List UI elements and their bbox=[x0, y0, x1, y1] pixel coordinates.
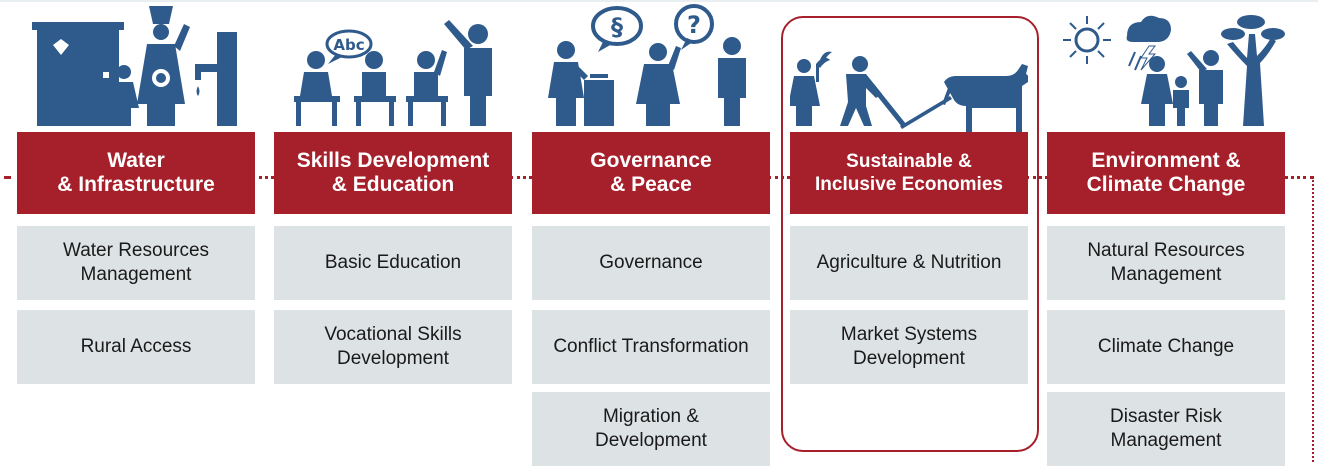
agriculture-illustration bbox=[790, 0, 1028, 132]
column-governance-peace: § ? Governance & Peace Governance Confli… bbox=[532, 0, 770, 466]
column-skills-education: Abc Skills Development & Education Basic… bbox=[274, 0, 512, 462]
column-title: Skills Development & Education bbox=[274, 132, 512, 214]
connector-dots bbox=[510, 176, 532, 179]
list-item: Conflict Transformation bbox=[532, 310, 770, 384]
column-title: Governance & Peace bbox=[532, 132, 770, 214]
list-item: Rural Access bbox=[17, 310, 255, 384]
water-infrastructure-illustration bbox=[17, 0, 255, 132]
list-item: Basic Education bbox=[274, 226, 512, 300]
connector-dots bbox=[1284, 176, 1314, 179]
list-item: Agriculture & Nutrition bbox=[790, 226, 1028, 300]
column-water-infrastructure: Water & Infrastructure Water Resources M… bbox=[17, 0, 255, 462]
column-title: Sustainable & Inclusive Economies bbox=[790, 132, 1028, 214]
top-divider bbox=[0, 0, 1318, 2]
governance-illustration: § ? bbox=[532, 0, 770, 132]
abc-bubble-text: Abc bbox=[333, 36, 364, 54]
connector-dots bbox=[768, 176, 790, 179]
list-item: Governance bbox=[532, 226, 770, 300]
list-item: Climate Change bbox=[1047, 310, 1285, 384]
paragraph-bubble-text: § bbox=[611, 13, 623, 41]
question-bubble-text: ? bbox=[687, 11, 701, 39]
environment-illustration bbox=[1047, 0, 1285, 132]
list-item: Water Resources Management bbox=[17, 226, 255, 300]
connector-dots-vertical bbox=[1312, 176, 1314, 462]
column-sustainable-economies: Sustainable & Inclusive Economies Agricu… bbox=[790, 0, 1028, 462]
connector-dots bbox=[1026, 176, 1048, 179]
list-item: Market Systems Development bbox=[790, 310, 1028, 384]
column-title: Environment & Climate Change bbox=[1047, 132, 1285, 214]
list-item: Migration & Development bbox=[532, 392, 770, 466]
column-environment-climate: Environment & Climate Change Natural Res… bbox=[1047, 0, 1285, 466]
connector-dots bbox=[4, 176, 10, 179]
list-item: Natural Resources Management bbox=[1047, 226, 1285, 300]
list-item: Vocational Skills Development bbox=[274, 310, 512, 384]
list-item: Disaster Risk Management bbox=[1047, 392, 1285, 466]
column-title: Water & Infrastructure bbox=[17, 132, 255, 214]
connector-dots bbox=[252, 176, 274, 179]
education-illustration: Abc bbox=[274, 0, 512, 132]
